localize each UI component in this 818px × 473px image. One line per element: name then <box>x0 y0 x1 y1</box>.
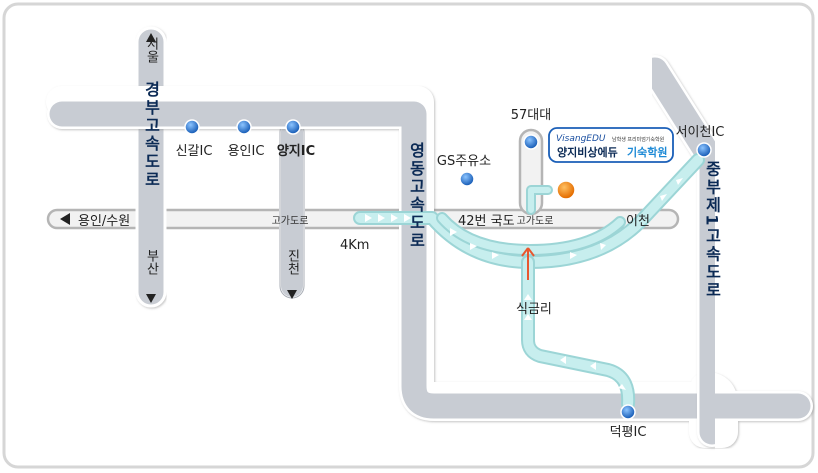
school-tagline: 남학생 프리미엄기숙학원 <box>612 136 665 143</box>
route42-label: 42번 국도 <box>458 214 515 229</box>
gs-station-label: GS주유소 <box>437 154 491 169</box>
school-brand: VisangEDU <box>556 134 606 144</box>
ic-markers <box>184 119 712 420</box>
yangji-ic-marker <box>285 119 301 135</box>
jungbu-label: 중부제1고속도로 <box>703 160 722 299</box>
seoicheon-ic-marker <box>696 142 712 158</box>
singal-ic-label: 신갈IC <box>176 144 213 159</box>
sikgeumri-label: 식금리 <box>516 302 552 317</box>
seoicheon-ic-label: 서이천IC <box>676 125 725 140</box>
yongin-ic-marker <box>236 119 252 135</box>
gyeongbu-label: 경부고속도로 <box>142 81 161 189</box>
road-labels: 고가도로 4Km 42번 국도 고가도로 이천 용인/수원 식금리 <box>78 214 650 317</box>
school-name-part2: 기숙학원 <box>627 145 667 159</box>
army-57-label: 57대대 <box>511 108 551 123</box>
arrow-down-jincheon-icon <box>287 290 297 299</box>
yongin-ic-label: 용인IC <box>228 144 265 159</box>
overpass-left-label: 고가도로 <box>272 215 309 227</box>
school-name-part1: 양지비상에듀 <box>557 145 618 159</box>
army-57-marker <box>523 134 539 150</box>
yeongdong-label: 영동고속도로 <box>407 142 426 250</box>
arrow-down-busan-icon <box>146 294 156 303</box>
singal-ic-marker <box>184 119 200 135</box>
school-callout: VisangEDU 남학생 프리미엄기숙학원 양지비상에듀 기숙학원 <box>548 127 674 163</box>
seoul-label: 서울 <box>144 37 159 63</box>
jincheon-label: 진천 <box>285 249 300 275</box>
deokpyeong-ic-label: 덕평IC <box>610 425 647 440</box>
distance-label: 4Km <box>340 238 369 253</box>
deokpyeong-ic-marker <box>620 404 636 420</box>
arrow-up-icon <box>146 33 156 42</box>
busan-label: 부산 <box>144 249 159 275</box>
overpass-right-label: 고가도로 <box>517 215 554 227</box>
icheon-label: 이천 <box>626 214 650 229</box>
arrow-left-icon <box>60 213 70 225</box>
intersection-arrow <box>521 247 535 280</box>
yongin-suwon-label: 용인/수원 <box>78 214 130 229</box>
gs-station-marker <box>459 171 475 187</box>
yangji-ic-label: 양지IC <box>277 144 315 159</box>
jungbu-expressway <box>640 55 727 447</box>
destination-marker <box>556 180 576 200</box>
